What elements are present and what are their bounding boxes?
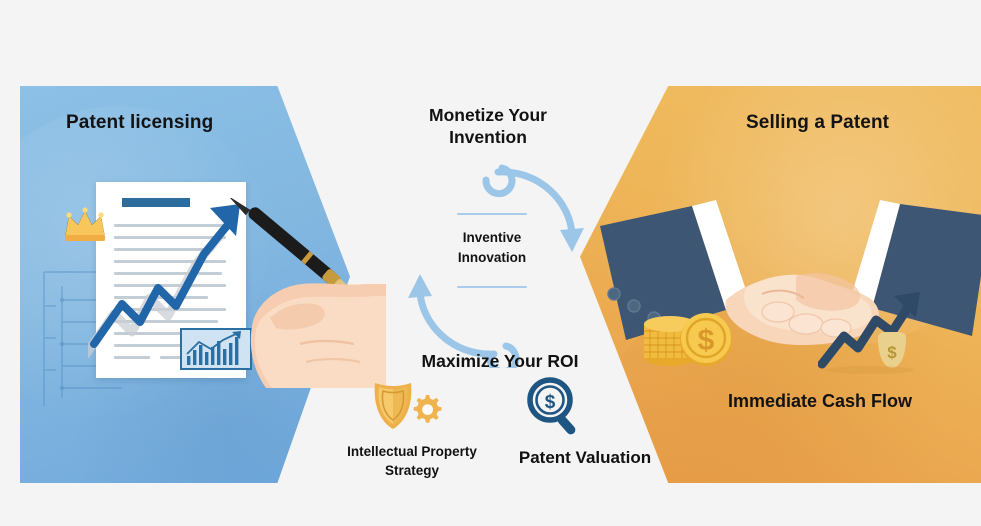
immediate-cash-flow-label: Immediate Cash Flow <box>728 391 913 411</box>
bar-chart-icon <box>180 328 252 370</box>
document-title-bar <box>122 198 190 207</box>
monetize-your-invention-heading: Monetize Your Invention <box>393 104 583 149</box>
svg-text:$: $ <box>698 324 715 357</box>
gold-coins-stack-icon: $ <box>644 313 732 366</box>
core-rule-bottom <box>457 286 527 288</box>
intellectual-property-strategy-label: Intellectual Property Strategy <box>332 443 492 481</box>
ip-label-line2: Strategy <box>384 462 440 478</box>
core-label-line1: Inventive <box>462 230 522 245</box>
crown-icon <box>65 207 105 241</box>
curved-arrow-top-icon <box>482 164 584 252</box>
svg-text:$: $ <box>887 343 897 362</box>
hand-holding-pen-icon <box>228 198 386 388</box>
magnifier-dollar-icon: $ <box>527 377 576 435</box>
curved-arrow-bottom-icon <box>408 274 520 368</box>
inventive-innovation-label: Inventive Innovation <box>440 228 544 267</box>
handshake-icon <box>600 200 981 346</box>
shield-gear-icon <box>374 383 442 429</box>
monetize-heading-line1: Monetize Your <box>429 105 547 125</box>
core-rule-top <box>457 213 527 215</box>
maximize-your-roi-heading: Maximize Your ROI <box>421 351 579 371</box>
svg-text:$: $ <box>545 392 556 413</box>
money-bag-with-arrow-icon: $ <box>818 292 920 374</box>
right-panel-title: Selling a Patent <box>746 112 890 133</box>
monetize-heading-line2: Invention <box>449 127 527 148</box>
upward-trend-line-icon <box>88 204 240 359</box>
patent-valuation-label: Patent Valuation <box>518 448 652 467</box>
ip-label-line1: Intellectual Property <box>347 444 477 459</box>
core-label-line2: Innovation <box>457 249 527 265</box>
left-panel-title: Patent licensing <box>66 112 214 133</box>
